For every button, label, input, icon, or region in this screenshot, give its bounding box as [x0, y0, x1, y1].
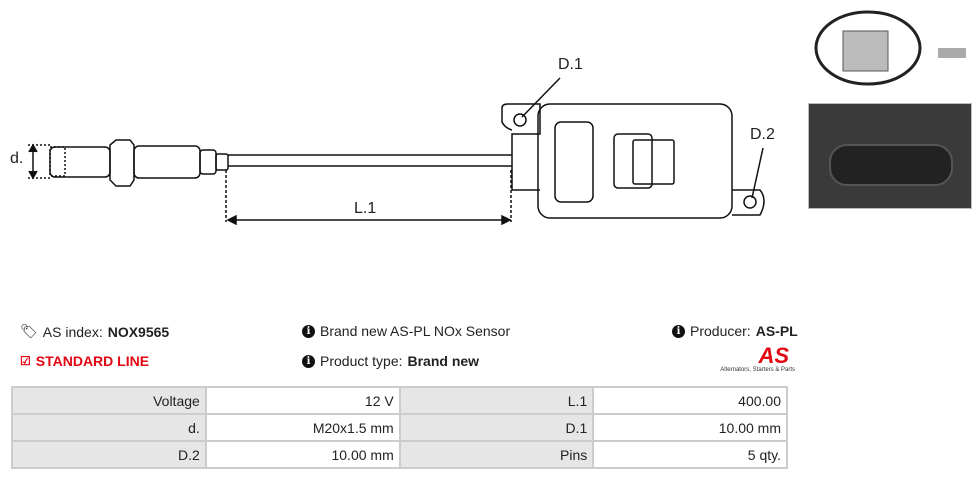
as-index-value: NOX9565 [107, 323, 170, 340]
description-text: Brand new AS-PL NOx Sensor [320, 323, 511, 339]
d2-hole [743, 195, 757, 209]
tags-icon: 🏷 [20, 323, 38, 339]
sensor-tip [49, 146, 111, 178]
connector-photo[interactable] [808, 103, 972, 209]
description: i Brand new AS-PL NOx Sensor [302, 323, 510, 339]
spec-value: M20x1.5 mm [204, 413, 401, 442]
label-l1: L.1 [354, 200, 377, 217]
standard-line: ☑ STANDARD LINE [20, 353, 149, 369]
spec-label: D.2 [11, 440, 207, 469]
label-d2: D.2 [750, 126, 775, 143]
as-index-label: AS index: [42, 323, 103, 340]
logo-tagline: Alternators, Starters & Parts [720, 367, 795, 373]
product-type-value: Brand new [407, 353, 480, 369]
as-pl-logo: AS Alternators, Starters & Parts [715, 343, 795, 374]
info-icon: i [302, 354, 315, 368]
spec-value: 10.00 mm [592, 413, 788, 442]
spec-label: L.1 [398, 386, 595, 415]
product-type: i Product type: Brand new [302, 353, 479, 369]
producer-label: Producer: [690, 323, 751, 339]
spec-label: Pins [398, 440, 595, 469]
label-d1: D.1 [558, 56, 583, 73]
product-photo[interactable] [808, 3, 970, 100]
spec-label: D.1 [398, 413, 595, 442]
spec-value: 5 qty. [592, 440, 788, 469]
spec-label: Voltage [11, 386, 207, 415]
spec-value: 400.00 [592, 386, 788, 415]
logo-text: AS [758, 343, 789, 368]
spec-value: 10.00 mm [204, 440, 401, 469]
standard-line-label: STANDARD LINE [35, 353, 150, 369]
producer-value: AS-PL [755, 323, 798, 339]
connector-housing [537, 103, 733, 219]
product-type-label: Product type: [320, 353, 403, 369]
producer: i Producer: AS-PL [672, 323, 798, 339]
info-icon: i [672, 324, 685, 338]
spec-label: d. [11, 413, 207, 442]
sensor-body [133, 145, 201, 179]
as-index: 🏷 AS index: NOX9565 [20, 323, 169, 340]
checkbox-icon: ☑ [20, 354, 31, 368]
d1-hole [513, 113, 527, 127]
sensor-diagram [28, 77, 765, 226]
spec-value: 12 V [204, 386, 401, 415]
thread-outline [49, 146, 66, 177]
info-icon: i [302, 324, 315, 338]
label-d: d. [10, 150, 24, 167]
hex-nut [109, 139, 135, 187]
